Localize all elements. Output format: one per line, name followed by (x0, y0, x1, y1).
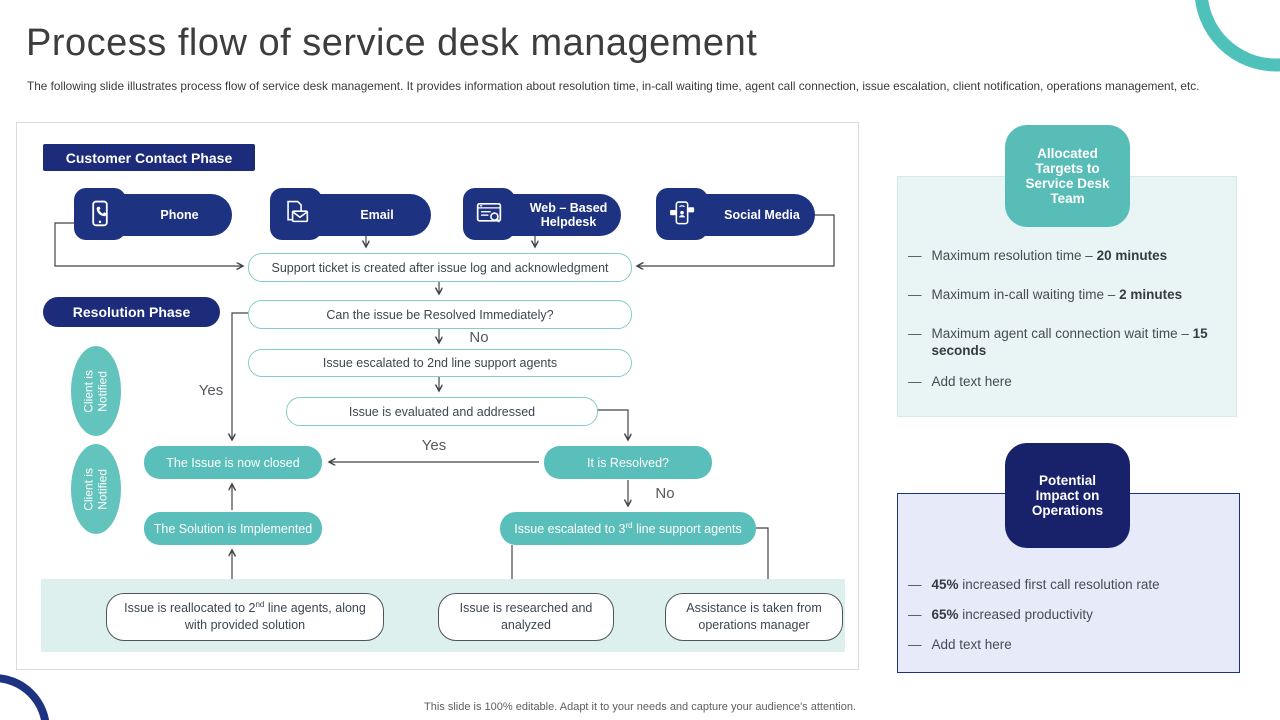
channel-label: Phone (160, 208, 199, 222)
client-notified-oval: Client is Notified (71, 346, 121, 436)
step-is-resolved: It is Resolved? (544, 446, 712, 479)
target-item: — Maximum in-call waiting time – 2 minut… (908, 286, 1183, 302)
step-escalate-2nd-line: Issue escalated to 2nd line support agen… (248, 349, 632, 377)
phone-icon (75, 189, 125, 239)
target-item: — Add text here (908, 374, 1012, 390)
phase-header-customer-contact: Customer Contact Phase (43, 144, 255, 171)
impact-item: — 65% increased productivity (908, 606, 1093, 622)
phase-header-resolution: Resolution Phase (43, 297, 220, 327)
dash-bullet: — (908, 606, 922, 622)
dash-bullet: — (908, 248, 922, 263)
step-assistance: Assistance is taken from operations mana… (665, 593, 843, 641)
step-support-ticket: Support ticket is created after issue lo… (248, 253, 632, 282)
dash-bullet: — (908, 374, 922, 390)
channel-label: Web – Based Helpdesk (529, 200, 608, 229)
branch-label-yes: Yes (421, 437, 447, 454)
flowchart-container: Customer Contact Phase Resolution Phase … (16, 122, 859, 670)
page-title: Process flow of service desk management (26, 22, 758, 64)
client-notified-label: Client is Notified (81, 467, 110, 511)
impact-item: — 45% increased first call resolution ra… (908, 577, 1160, 592)
step-can-resolve: Can the issue be Resolved Immediately? (248, 300, 632, 329)
dash-bullet: — (908, 325, 922, 341)
step-reallocated: Issue is reallocated to 2nd line agents,… (106, 593, 384, 641)
branch-label-no: No (655, 485, 675, 502)
step-evaluated: Issue is evaluated and addressed (286, 397, 598, 426)
target-item: — Maximum agent call connection wait tim… (908, 325, 1208, 359)
email-icon (271, 189, 321, 239)
page-subtitle: The following slide illustrates process … (27, 79, 1200, 93)
dash-bullet: — (908, 636, 922, 652)
step-solution-implemented: The Solution is Implemented (144, 512, 322, 545)
client-notified-oval: Client is Notified (71, 444, 121, 534)
channel-label: Email (360, 208, 394, 222)
targets-badge: Allocated Targets to Service Desk Team (1005, 125, 1130, 227)
footer-note: This slide is 100% editable. Adapt it to… (424, 701, 856, 713)
helpdesk-icon (464, 189, 514, 239)
social-media-icon (657, 189, 707, 239)
impact-badge: Potential Impact on Operations (1005, 443, 1130, 548)
client-notified-label: Client is Notified (81, 369, 110, 413)
teal-ring-decoration (1195, 0, 1280, 72)
step-issue-closed: The Issue is now closed (144, 446, 322, 479)
branch-label-yes: Yes (198, 382, 224, 399)
dash-bullet: — (908, 286, 922, 302)
impact-item: — Add text here (908, 636, 1012, 652)
branch-label-no: No (469, 329, 489, 346)
step-escalate-3rd-line: Issue escalated to 3rd line support agen… (500, 512, 756, 545)
step-researched: Issue is researched and analyzed (438, 593, 614, 641)
channel-label: Social Media (724, 208, 800, 222)
target-item: — Maximum resolution time – 20 minutes (908, 248, 1168, 263)
dash-bullet: — (908, 577, 922, 592)
